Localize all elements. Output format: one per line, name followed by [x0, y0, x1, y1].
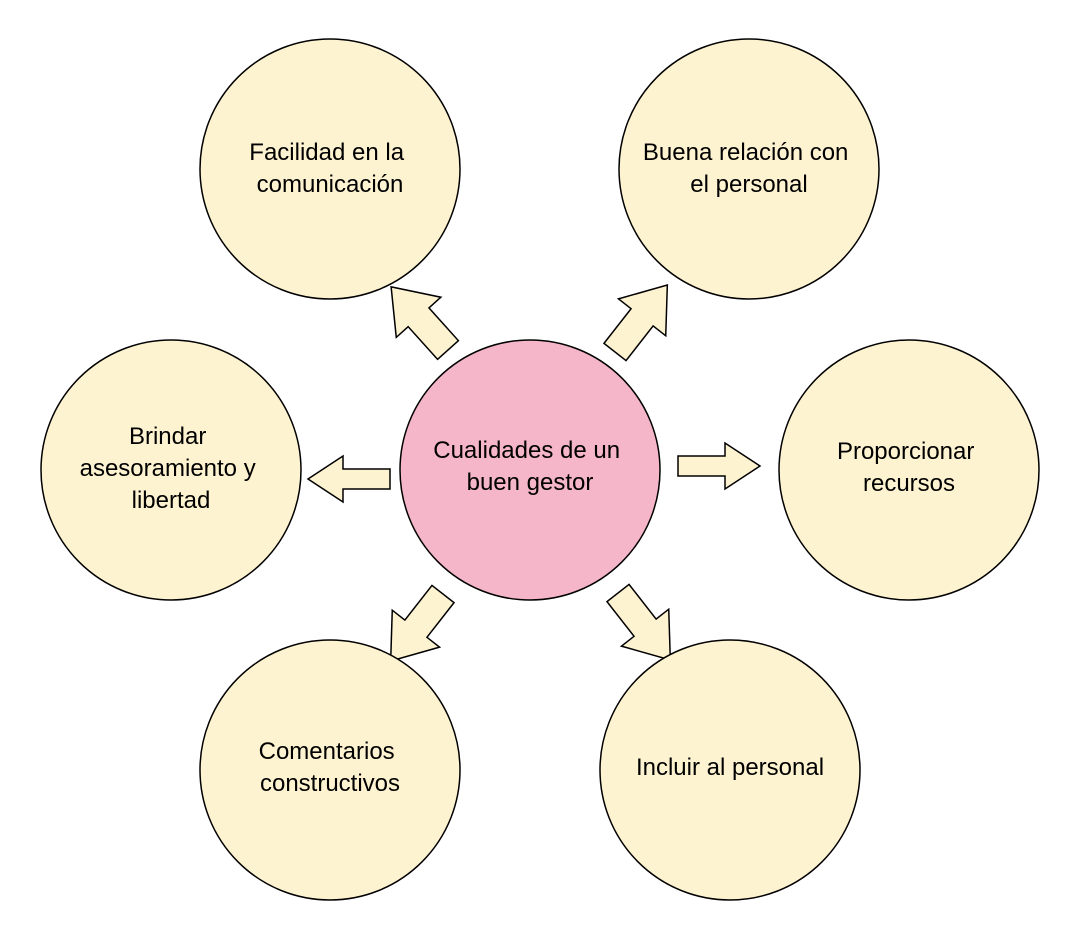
- center-circle: [399, 339, 661, 601]
- svg-text:Comentarios constructivo: Comentarios constructivos: [259, 738, 402, 797]
- node-circle: [778, 339, 1040, 601]
- arrow-to-facilidad: [390, 285, 460, 361]
- node-label-line: el personal: [690, 171, 807, 198]
- node-incluir: Incluir al personal: [599, 639, 861, 901]
- arrow-to-comentarios: [389, 584, 456, 662]
- node-comentarios: Comentarios constructivos: [199, 639, 461, 901]
- node-label-line: Proporcionar: [837, 438, 974, 465]
- node-label-line: recursos: [863, 470, 955, 497]
- node-circle: [618, 38, 880, 300]
- arrow-to-buena-relacion: [602, 284, 669, 362]
- node-label-line: Incluir al personal: [636, 754, 824, 781]
- node-label-line: Facilidad en la: [249, 139, 404, 166]
- svg-text:Cualidades de un buen ge: Cualidades de un buen gestor: [433, 437, 626, 496]
- arrow-to-brindar: [306, 454, 391, 504]
- node-facilidad: Facilidad en la comunicación: [199, 38, 461, 300]
- node-circle: [199, 639, 461, 901]
- node-circle: [40, 339, 302, 601]
- svg-text:Incluir al personal: Incluir al personal: [636, 754, 824, 781]
- node-circle: [599, 639, 861, 901]
- arrows: [306, 284, 762, 662]
- node-brindar: Brindar asesoramiento y libertad: [40, 339, 302, 601]
- node-label-line: libertad: [132, 487, 211, 514]
- center-label-line: buen gestor: [467, 469, 594, 496]
- node-label-line: constructivos: [260, 770, 400, 797]
- arrow-to-incluir: [605, 583, 672, 661]
- node-circle: [199, 38, 461, 300]
- center-node: Cualidades de un buen gestor: [399, 339, 661, 601]
- svg-text:Facilidad en la comunica: Facilidad en la comunicación: [249, 139, 410, 198]
- node-label-line: asesoramiento y: [80, 455, 256, 482]
- node-buena-relacion: Buena relación con el personal: [618, 38, 880, 300]
- node-label-line: Brindar: [129, 423, 206, 450]
- center-label-line: Cualidades de un: [433, 437, 620, 464]
- node-label-line: comunicación: [257, 171, 404, 198]
- svg-text:Brindar asesoramiento y: Brindar asesoramiento y libertad: [80, 423, 263, 514]
- arrow-to-proporcionar: [677, 441, 762, 491]
- node-label-line: Comentarios: [259, 738, 395, 765]
- svg-text:Buena relación con el pe: Buena relación con el personal: [643, 139, 855, 198]
- svg-text:Proporcionar recursos: Proporcionar recursos: [837, 438, 981, 497]
- node-label-line: Buena relación con: [643, 139, 848, 166]
- node-proporcionar: Proporcionar recursos: [778, 339, 1040, 601]
